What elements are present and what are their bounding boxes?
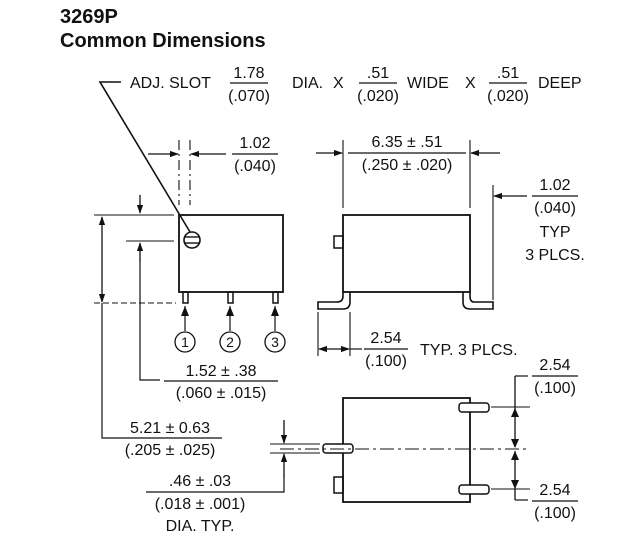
top-gap-in: (.040) <box>234 158 276 175</box>
side-lead-left <box>317 292 351 310</box>
side-pin-mm: 1.02 <box>539 177 570 194</box>
spacing-bottom-mm: 2.54 <box>539 482 570 499</box>
adj-slot-deep-label: DEEP <box>538 75 582 92</box>
spacing-top-in: (.100) <box>534 380 576 397</box>
adj-slot-deep-mm: .51 <box>497 65 519 82</box>
adj-slot-leader <box>98 81 191 233</box>
dim-top-gap: 1.02 (.040) <box>148 135 278 175</box>
pin-dia-mm: .46 ± .03 <box>169 473 231 490</box>
side-knob <box>333 235 344 249</box>
adj-slot-dia-mm: 1.78 <box>233 65 264 82</box>
adjust-screw-icon <box>183 231 201 249</box>
pin-dia-in: (.018 ± .001) <box>155 496 246 513</box>
pin-callouts: 1 2 3 <box>174 306 286 353</box>
adj-slot-dia-label: DIA. <box>292 75 323 92</box>
dim-pin-dia: .46 ± .03 (.018 ± .001) DIA. TYP. <box>146 420 288 535</box>
adj-slot-wide-in: (.020) <box>357 88 399 105</box>
pin-3-marker <box>264 331 286 353</box>
dim-spacing-bottom: 2.54 (.100) <box>511 451 578 522</box>
pin-1-marker <box>174 331 196 353</box>
dim-height-low: 1.52 ± .38 (.060 ± .015) <box>126 195 278 402</box>
adj-slot-times-1: X <box>333 75 344 92</box>
section-title: Common Dimensions <box>60 30 266 52</box>
pin-1-label: 1 <box>181 334 189 350</box>
dim-body-length: 6.35 ± .51 (.250 ± .020) <box>316 134 500 174</box>
bottom-pad-2 <box>458 402 490 413</box>
spacing-top-mm: 2.54 <box>539 357 570 374</box>
bottom-pad-3 <box>458 484 490 495</box>
pin-3-label: 3 <box>271 334 279 350</box>
bottom-view <box>270 397 530 503</box>
height-total-mm: 5.21 ± 0.63 <box>130 420 210 437</box>
pin-2-marker <box>219 331 241 353</box>
dim-height-total: 5.21 ± 0.63 (.205 ± .025) <box>94 214 222 459</box>
pin-pitch-note: TYP. 3 PLCS. <box>420 342 518 359</box>
front-view <box>178 140 284 304</box>
pin-pitch-mm: 2.54 <box>370 330 401 347</box>
height-low-mm: 1.52 ± .38 <box>185 363 256 380</box>
dim-side-pin: 1.02 (.040) TYP 3 PLCS. <box>492 177 585 300</box>
pin-pitch-in: (.100) <box>365 353 407 370</box>
front-pin-1 <box>182 291 189 304</box>
adj-slot-label: ADJ. SLOT <box>130 75 211 92</box>
spacing-bottom-in: (.100) <box>534 505 576 522</box>
side-pin-in: (.040) <box>534 200 576 217</box>
side-pin-note-typ: TYP <box>539 224 570 241</box>
side-lead-right <box>462 292 494 310</box>
model-title: 3269P <box>60 6 118 28</box>
adj-slot-deep-in: (.020) <box>487 88 529 105</box>
front-pin-2 <box>227 291 234 304</box>
front-body <box>178 214 284 293</box>
adj-slot-times-2: X <box>465 75 476 92</box>
top-gap-mm: 1.02 <box>239 135 270 152</box>
adj-slot-dia-in: (.070) <box>228 88 270 105</box>
body-length-in: (.250 ± .020) <box>362 157 453 174</box>
bottom-knob <box>333 476 344 494</box>
pin-2-label: 2 <box>226 334 234 350</box>
dim-pin-pitch: 2.54 (.100) TYP. 3 PLCS. <box>317 312 518 370</box>
height-low-in: (.060 ± .015) <box>176 385 267 402</box>
bottom-body <box>342 397 471 503</box>
height-total-in: (.205 ± .025) <box>125 442 216 459</box>
body-length-mm: 6.35 ± .51 <box>371 134 442 151</box>
front-pin-3 <box>272 291 279 304</box>
side-view <box>317 140 494 310</box>
side-body <box>342 214 471 293</box>
adj-slot-wide-label: WIDE <box>407 75 449 92</box>
adj-slot-wide-mm: .51 <box>367 65 389 82</box>
pin-dia-note: DIA. TYP. <box>166 518 235 535</box>
adj-slot-callout: ADJ. SLOT 1.78 (.070) DIA. X .51 (.020) … <box>98 65 582 233</box>
dim-spacing-top: 2.54 (.100) <box>511 357 578 448</box>
side-pin-note-plcs: 3 PLCS. <box>525 247 585 264</box>
